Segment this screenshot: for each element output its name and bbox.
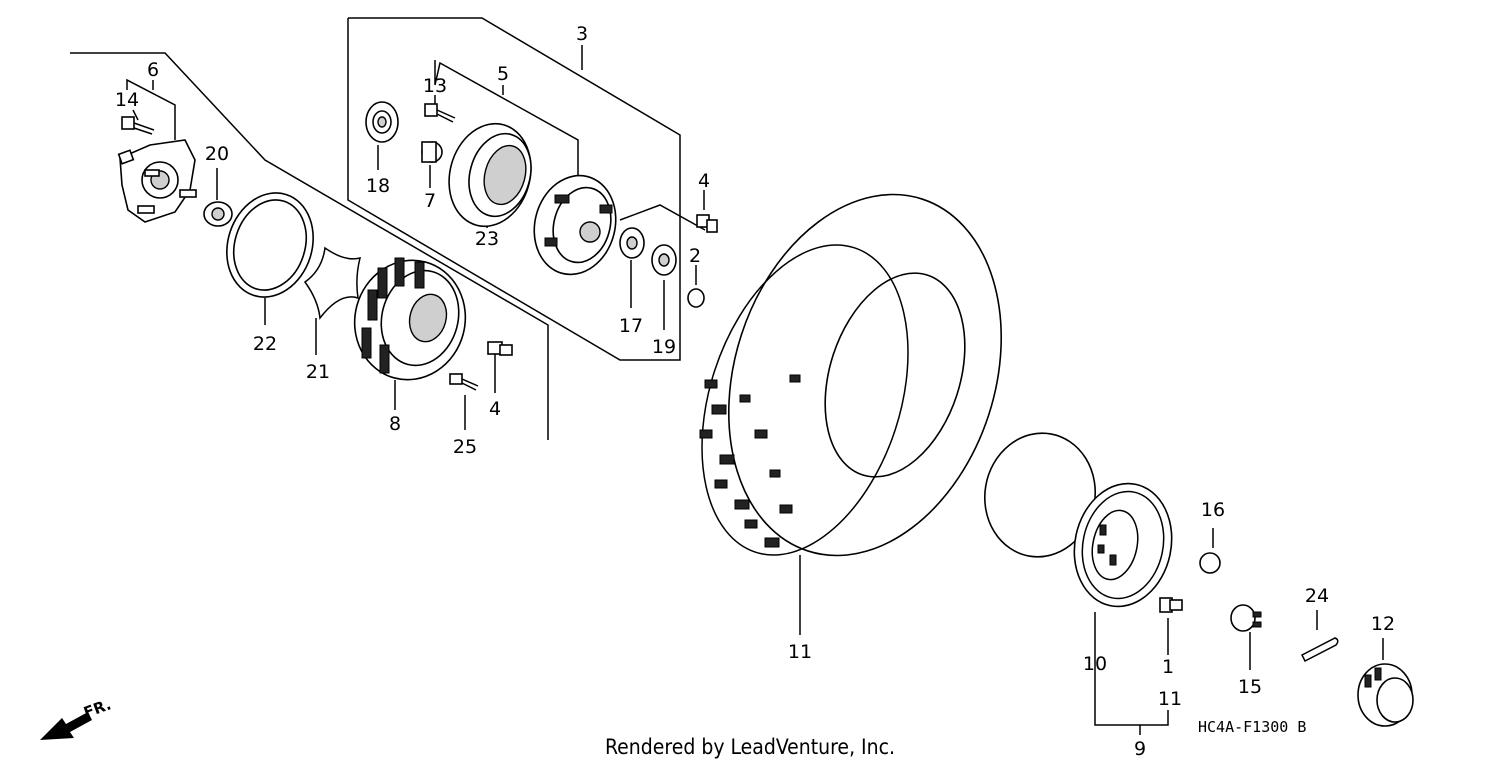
bolt-part-13	[424, 103, 456, 123]
nut-part-15	[1230, 604, 1262, 632]
callout-5: 5	[497, 63, 509, 85]
drum-part-23	[448, 122, 532, 228]
callout-24: 24	[1305, 585, 1329, 607]
bearing-part-18	[365, 101, 399, 143]
drum-part-8	[353, 257, 467, 381]
callout-10: 10	[1083, 653, 1107, 675]
nut-part-16	[1199, 552, 1221, 574]
callout-25: 25	[453, 436, 477, 458]
pin-part-24	[1300, 637, 1339, 663]
bearing-part-19	[651, 244, 677, 276]
cap-part-12	[1357, 663, 1414, 727]
callout-3: 3	[576, 23, 588, 45]
callout-23: 23	[475, 228, 499, 250]
callout-4b: 4	[489, 398, 501, 420]
bolt-part-14	[121, 116, 155, 135]
front-direction-indicator: FR.	[40, 695, 113, 740]
collar-part-7	[421, 141, 443, 163]
callout-6: 6	[147, 59, 159, 81]
gasket-part-21	[303, 246, 362, 320]
callout-13: 13	[423, 75, 447, 97]
callout-9: 9	[1134, 738, 1146, 760]
bearing-part-17	[619, 227, 645, 259]
callout-7: 7	[424, 190, 436, 212]
bolt-part-4-upper	[696, 214, 718, 233]
callout-1: 1	[1162, 656, 1174, 678]
front-arrow-icon	[40, 712, 92, 740]
hub-part-5	[533, 174, 617, 276]
callout-21: 21	[306, 361, 330, 383]
callout-14: 14	[115, 89, 139, 111]
bolt-part-4-lower	[487, 341, 513, 356]
callout-20: 20	[205, 143, 229, 165]
tire-part-11	[699, 193, 1003, 557]
callout-18: 18	[366, 175, 390, 197]
bearing-part-20	[203, 201, 233, 227]
callout-17: 17	[619, 315, 643, 337]
seal-part-22	[226, 192, 314, 298]
callout-4a: 4	[698, 170, 710, 192]
callout-22: 22	[253, 333, 277, 355]
nut-part-2	[687, 288, 705, 308]
callout-16: 16	[1201, 499, 1225, 521]
callout-11b: 11	[1158, 688, 1182, 710]
render-credit: Rendered by LeadVenture, Inc.	[0, 735, 1500, 759]
render-credit-text: Rendered by LeadVenture, Inc.	[605, 735, 895, 759]
callout-19: 19	[652, 336, 676, 358]
diagram-code: HC4A-F1300 B	[1198, 718, 1306, 736]
bolt-part-25	[449, 373, 479, 391]
callout-labels: 1 2 3 4 4 5 6 7 8 9 10 11 11 12 13 14 15…	[115, 23, 1395, 760]
callout-2: 2	[689, 245, 701, 267]
callout-11a: 11	[788, 641, 812, 663]
direction-label: FR.	[81, 695, 113, 721]
callout-12: 12	[1371, 613, 1395, 635]
valve-part-1	[1159, 597, 1183, 613]
leader-lines	[70, 17, 1384, 735]
wheel-part-10	[983, 432, 1173, 608]
callout-15: 15	[1238, 676, 1262, 698]
callout-8: 8	[389, 413, 401, 435]
hub-part-6	[117, 139, 197, 223]
